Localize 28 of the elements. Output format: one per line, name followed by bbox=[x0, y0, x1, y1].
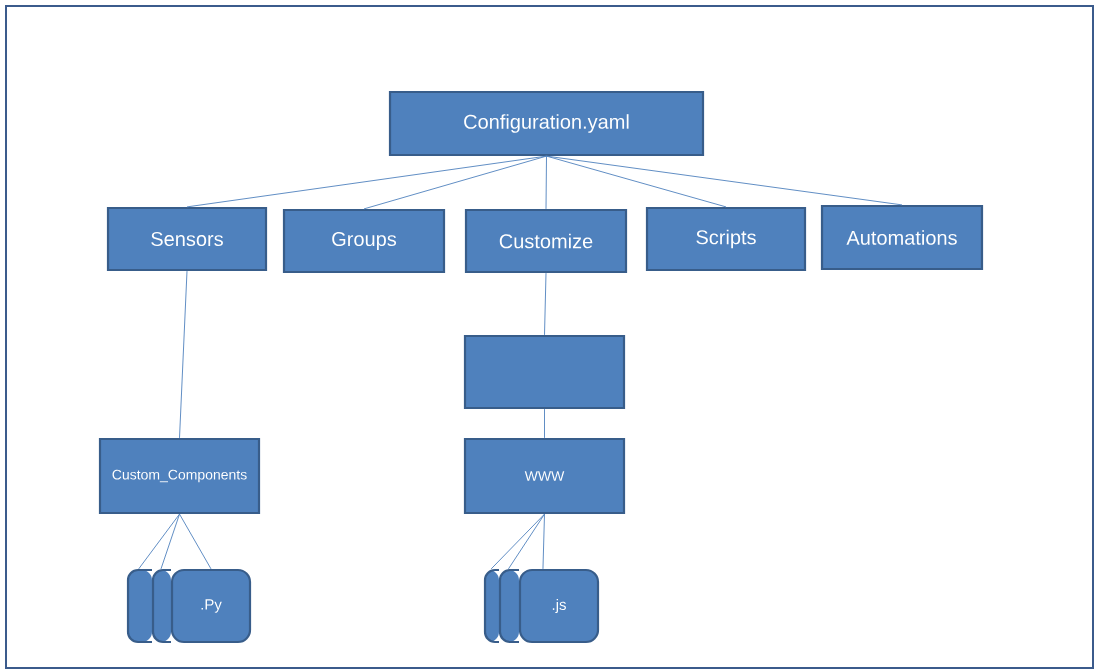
file-box: .js bbox=[518, 568, 600, 644]
process-box: Custom_Components bbox=[98, 437, 261, 515]
connector-line bbox=[490, 513, 545, 570]
connector-line bbox=[138, 513, 180, 570]
file-box: .Py bbox=[170, 568, 252, 644]
connector-line bbox=[179, 270, 188, 439]
file-box bbox=[151, 568, 171, 644]
connector-line bbox=[546, 155, 727, 208]
file-box bbox=[498, 568, 519, 644]
connector-line bbox=[179, 513, 212, 570]
process-box: WWW bbox=[463, 437, 626, 515]
file-box bbox=[126, 568, 152, 644]
connector-line bbox=[545, 155, 547, 210]
connector-line bbox=[544, 408, 545, 439]
process-box: Groups bbox=[282, 208, 446, 274]
process-box: Customize bbox=[464, 208, 628, 274]
process-box: Configuration.yaml bbox=[388, 90, 705, 157]
process-box: Automations bbox=[820, 204, 984, 271]
connector-line bbox=[363, 155, 547, 210]
connector-line bbox=[544, 272, 547, 336]
process-box bbox=[463, 334, 626, 410]
process-box: Sensors bbox=[106, 206, 268, 272]
file-box bbox=[483, 568, 499, 644]
process-box: Scripts bbox=[645, 206, 807, 272]
connector-line bbox=[546, 155, 903, 206]
connector-line bbox=[508, 513, 545, 570]
connector-line bbox=[542, 513, 545, 570]
connector-line bbox=[160, 513, 180, 570]
